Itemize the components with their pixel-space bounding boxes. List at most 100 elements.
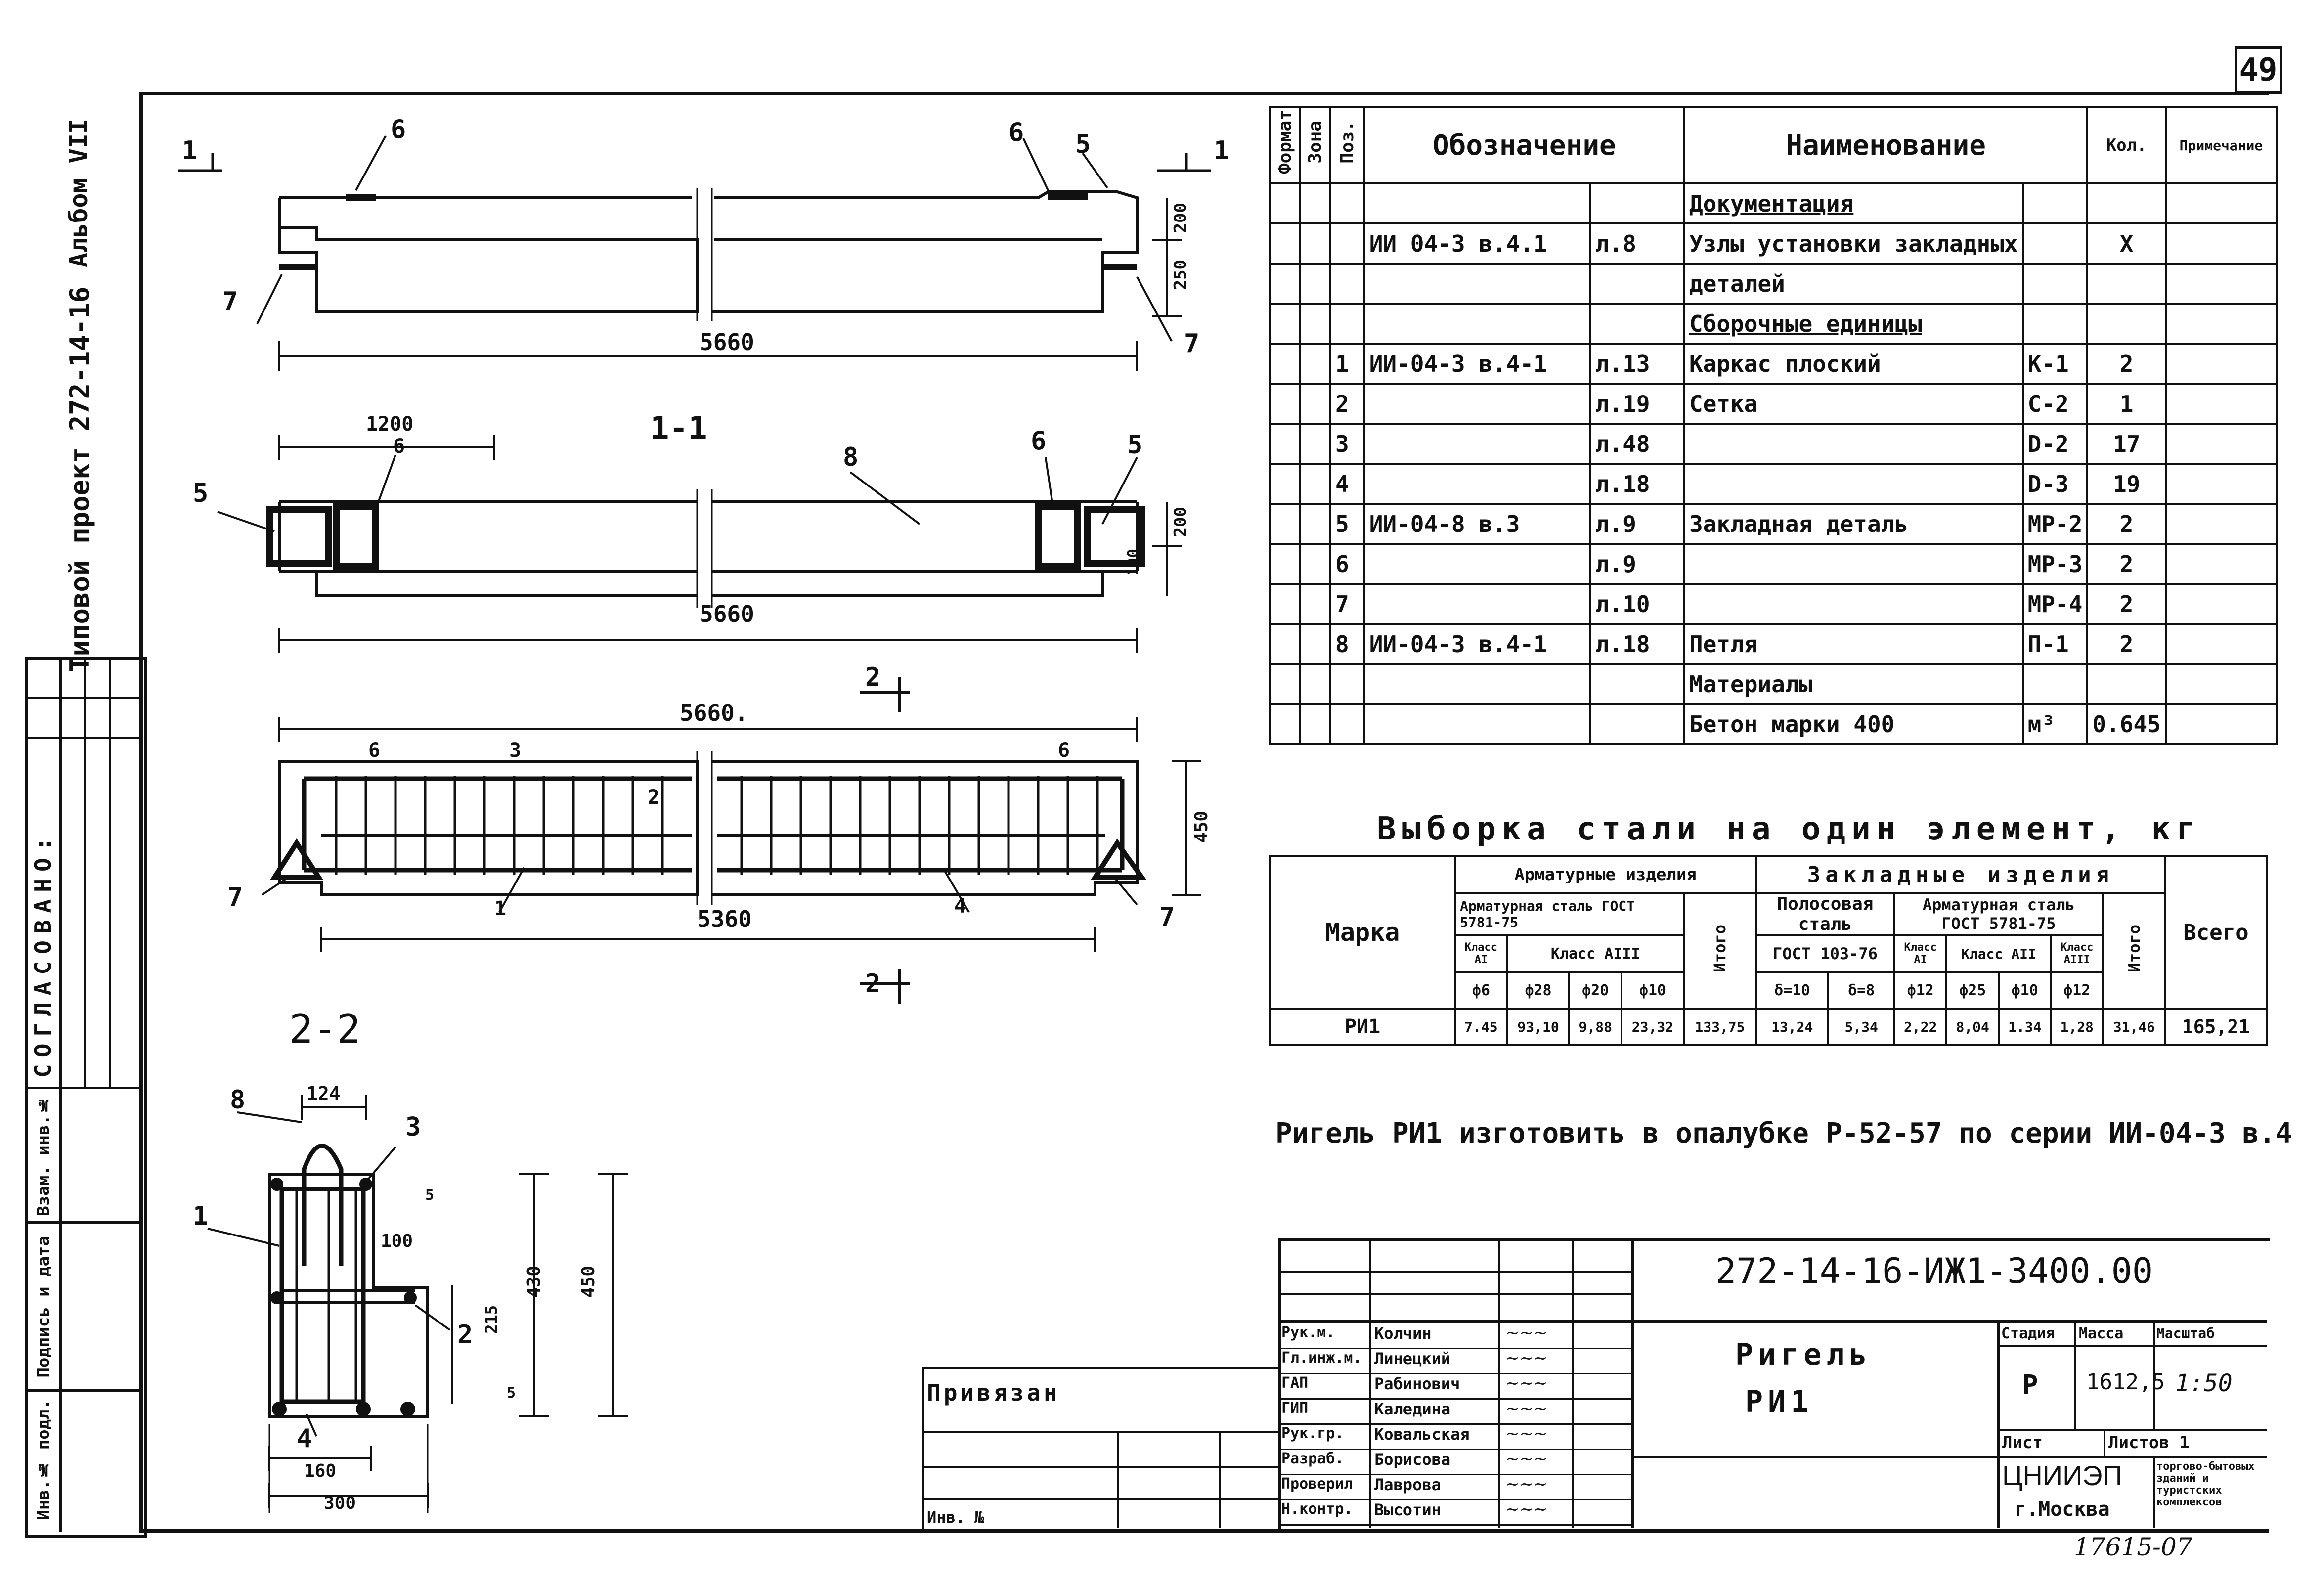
cage-length-top: 5660.: [680, 700, 748, 726]
stamp-role: Гл.инж.м.: [1281, 1349, 1362, 1367]
steel-h-class-a3: Класс АIII: [1506, 934, 1685, 973]
steel-h-class-a1b: Класс АI: [1893, 934, 1948, 973]
stamp-line: [2153, 1456, 2155, 1528]
section-callout-3: 3: [405, 1112, 421, 1142]
plan-dim-200: 200: [1171, 507, 1190, 537]
steel-h-arm-steel-1: Арматурная сталь ГОСТ 5781-75: [1454, 892, 1685, 936]
stamp-line: [1997, 1429, 2267, 1431]
stamp-frame: [1278, 1238, 2270, 1531]
stamp-role: Проверил: [1281, 1475, 1353, 1493]
spec-note: [2164, 703, 2278, 745]
signature: ~~~: [1505, 1348, 1548, 1368]
signature: ~~~: [1505, 1399, 1548, 1418]
spec-designation: [1363, 263, 1591, 305]
spec-name: Сборочные единицы: [1683, 303, 2024, 345]
steel-value: 1,28: [2050, 1008, 2104, 1046]
spec-name: Сетка: [1683, 383, 2024, 425]
spec-zone: [1299, 383, 1331, 425]
cage-callout-7a: 7: [227, 882, 243, 912]
elev-callout-5: 5: [1075, 130, 1091, 159]
spec-note: [2164, 583, 2278, 625]
plan-callout-5a: 5: [193, 479, 209, 508]
spec-zone: [1299, 303, 1331, 345]
cage-callout-6a: 6: [368, 739, 381, 762]
elev-dim-250: 250: [1171, 260, 1190, 290]
spec-qty: [2086, 663, 2167, 705]
spec-zone: [1299, 263, 1331, 305]
spec-mark: [2021, 303, 2089, 345]
spec-qty: [2086, 182, 2167, 224]
spec-qty: 17: [2086, 423, 2167, 465]
spec-h-qty: Кол.: [2086, 106, 2167, 184]
cage-mark-2a: 2: [865, 662, 881, 692]
spec-sheet: л.18: [1589, 463, 1685, 505]
steel-h-zakl-izd: Закладные изделия: [1755, 855, 2166, 894]
steel-value: 8,04: [1945, 1008, 2000, 1046]
steel-value: 1.34: [1997, 1008, 2052, 1046]
elev-dim-200: 200: [1171, 203, 1190, 233]
stamp-line: [1631, 1238, 1634, 1528]
spec-designation: [1363, 543, 1591, 585]
spec-pos: 3: [1329, 423, 1365, 465]
stamp-line: [1278, 1524, 1631, 1526]
spec-mark: МР-3: [2021, 543, 2089, 585]
stamp-massa-h: Масса: [2079, 1325, 2124, 1342]
steel-marka: РИ1: [1269, 1008, 1456, 1046]
stamp-massa: 1612,5: [2086, 1369, 2165, 1395]
spec-row: Документация: [1269, 182, 2278, 224]
signature: ~~~: [1505, 1500, 1548, 1519]
stamp-line: [1498, 1238, 1500, 1528]
steel-h-class-a3b: Класс АIII: [2050, 934, 2104, 973]
spec-row: Сборочные единицы: [1269, 303, 2278, 345]
stamp-role: Рук.м.: [1281, 1324, 1335, 1341]
left-margin-divider: [25, 737, 141, 739]
signature: ~~~: [1505, 1474, 1548, 1494]
spec-zone: [1299, 182, 1331, 224]
section-dim-450: 450: [578, 1266, 599, 1298]
signature: ~~~: [1505, 1424, 1548, 1444]
spec-designation: [1363, 383, 1591, 425]
spec-designation: ИИ 04-3 в.4.1: [1363, 222, 1591, 265]
spec-format: [1269, 222, 1301, 265]
spec-designation: [1363, 463, 1591, 505]
spec-format: [1269, 182, 1301, 224]
section-dim-300: 300: [324, 1493, 356, 1513]
steel-h-class-a1: Класс АI: [1454, 934, 1508, 973]
stamp-line: [1278, 1271, 1631, 1273]
plan-callout-5b: 5: [1127, 430, 1143, 460]
spec-sheet: л.18: [1589, 623, 1685, 665]
section-dim-215: 215: [482, 1305, 501, 1334]
spec-pos: 1: [1329, 343, 1365, 385]
section-callout-1: 1: [193, 1201, 209, 1231]
elev-callout-6b: 6: [1009, 118, 1024, 147]
spec-name: Петля: [1683, 623, 2024, 665]
spec-zone: [1299, 623, 1331, 665]
signature: ~~~: [1505, 1449, 1548, 1469]
spec-note: [2164, 182, 2278, 224]
spec-pos: 5: [1329, 503, 1365, 545]
steel-h-itogo-2: Итого: [2102, 892, 2166, 1010]
spec-designation: ИИ-04-3 в.4-1: [1363, 623, 1591, 665]
spec-qty: 2: [2086, 503, 2167, 545]
spec-pos: [1329, 182, 1365, 224]
spec-zone: [1299, 583, 1331, 625]
spec-format: [1269, 583, 1301, 625]
stamp-line: [922, 1431, 1278, 1433]
section-callout-2: 2: [457, 1320, 473, 1350]
spec-format: [1269, 503, 1301, 545]
spec-name: [1683, 543, 2024, 585]
spec-note: [2164, 343, 2278, 385]
spec-name: Узлы установки закладных: [1683, 222, 2024, 265]
spec-mark: [2021, 222, 2089, 265]
spec-sheet: [1589, 303, 1685, 345]
spec-qty: Х: [2086, 222, 2167, 265]
spec-designation: ИИ-04-8 в.3: [1363, 503, 1591, 545]
cage-callout-4: 4: [954, 895, 966, 918]
spec-note: [2164, 222, 2278, 265]
stamp-person: Линецкий: [1374, 1349, 1451, 1368]
